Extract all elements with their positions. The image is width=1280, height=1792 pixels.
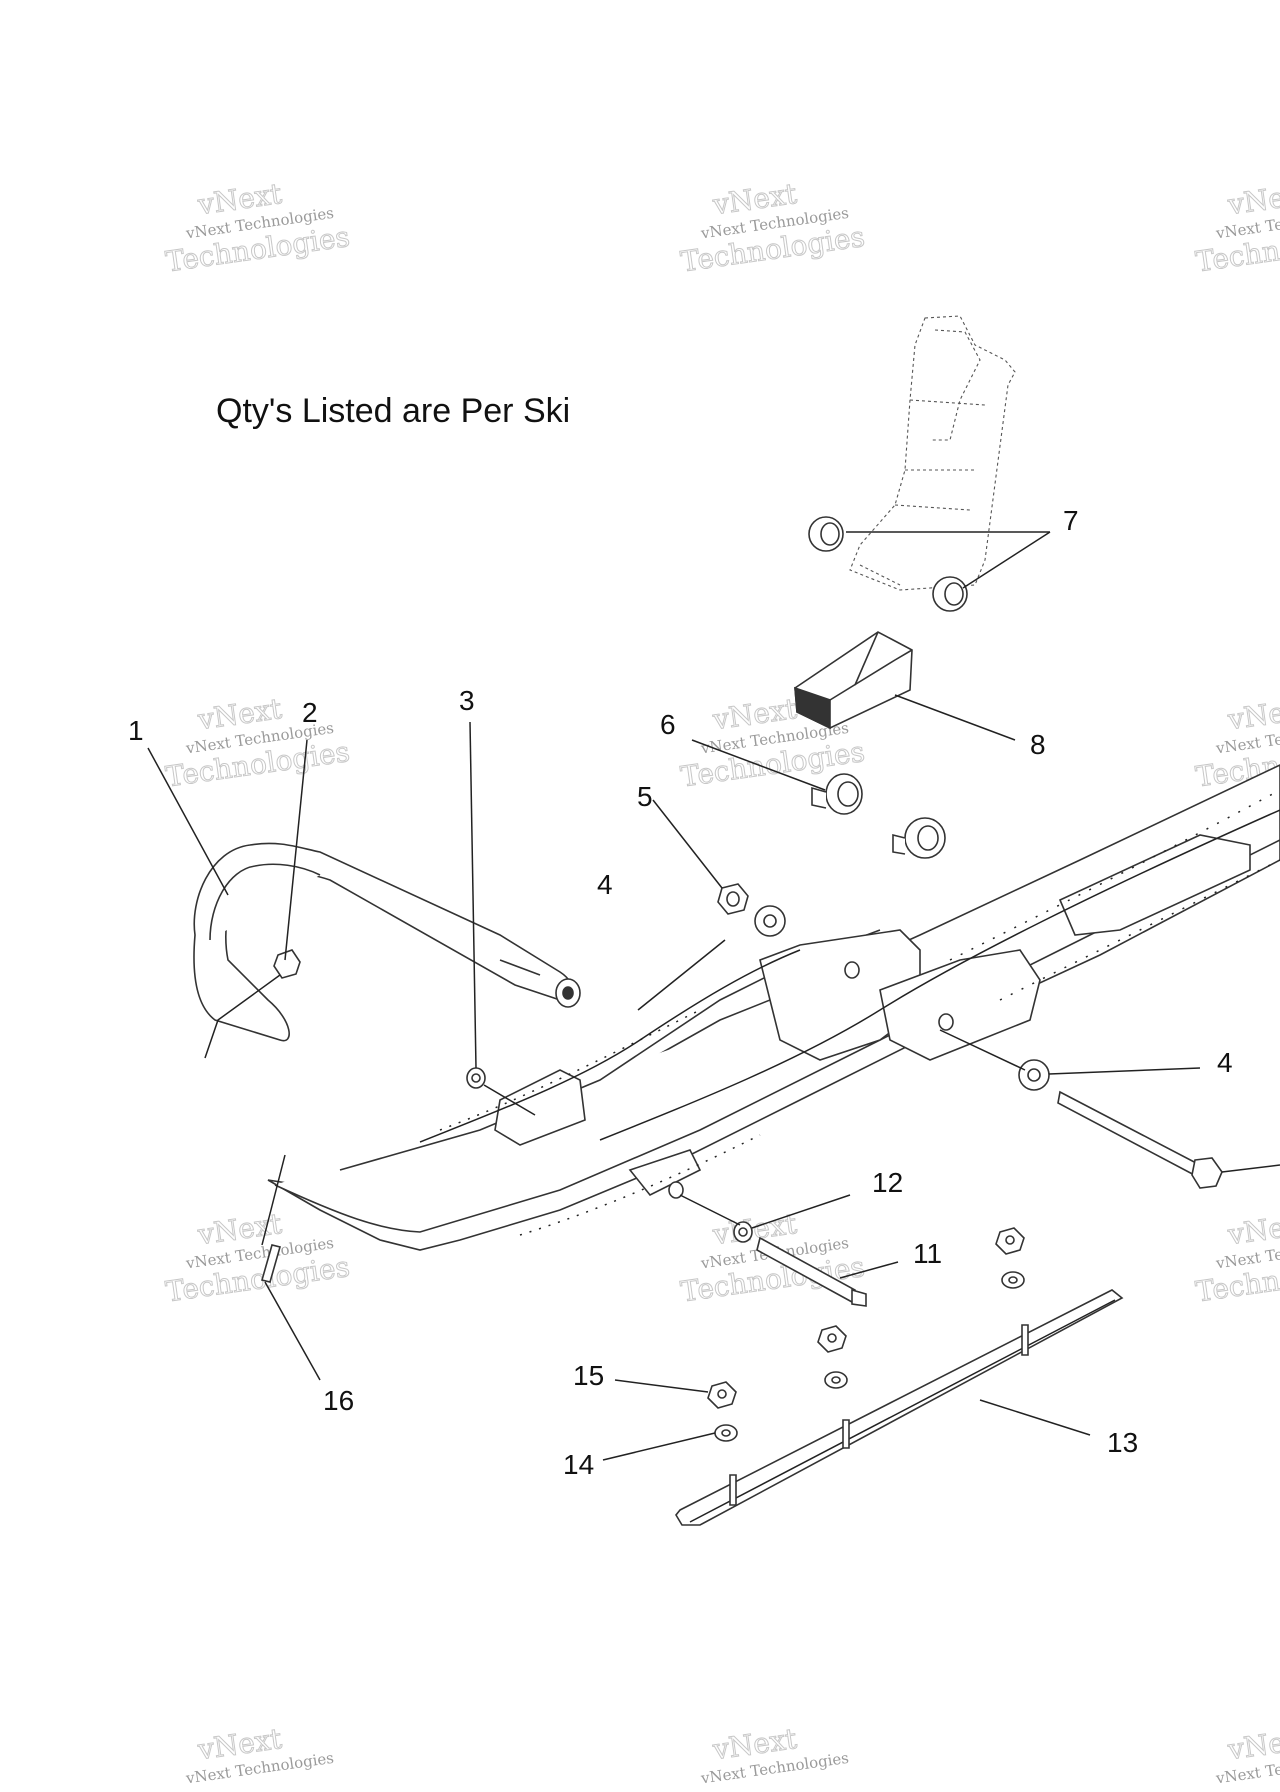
watermark: vNext vNext Technologies Technologies — [163, 176, 352, 279]
callout-14: 14 — [563, 1449, 594, 1480]
watermarks: vNext vNext Technologies Technologies vN… — [163, 176, 1280, 1787]
rear-bolt — [756, 1236, 867, 1307]
watermark: vNext vNext Technologies Technologies — [163, 1206, 352, 1309]
callout-12: 12 — [872, 1167, 903, 1198]
callout-11: 11 — [913, 1238, 942, 1269]
callout-15: 15 — [573, 1360, 604, 1391]
quantity-note: Qty's Listed are Per Ski — [216, 392, 571, 430]
washer — [1018, 1059, 1050, 1091]
ski-body — [267, 764, 1280, 1251]
carbide-washer — [824, 1371, 848, 1389]
carbide-nut — [707, 1381, 737, 1409]
leader-lines — [147, 531, 1280, 1461]
callout-4b: 4 — [1217, 1047, 1233, 1078]
front-bolt — [261, 1244, 281, 1283]
carbide-runner — [675, 1289, 1124, 1526]
watermark: vNext vNext Technologies — [1214, 1721, 1280, 1787]
washer — [754, 905, 786, 937]
spindle-reference — [849, 315, 1016, 591]
ski-loop — [193, 842, 581, 1042]
callouts: 1 2 3 6 5 4 7 8 4 12 11 13 15 14 16 — [128, 505, 1233, 1480]
callout-5: 5 — [637, 781, 653, 812]
shouldered-bushing — [892, 817, 946, 859]
svg-text:vNext: vNext — [1225, 692, 1280, 737]
watermark: vNext vNext Technologies Technologies — [678, 176, 867, 279]
watermark: vNext vNext Technologies Technologies — [163, 691, 352, 794]
callout-7: 7 — [1063, 505, 1079, 536]
shouldered-bushing — [811, 773, 863, 815]
carbide-nut — [817, 1325, 847, 1353]
bushing — [808, 516, 844, 552]
callout-1: 1 — [128, 715, 144, 746]
lock-nut — [717, 883, 749, 915]
watermark: vNext vNext Technologies — [184, 1721, 335, 1787]
callout-3: 3 — [459, 685, 475, 716]
watermark: vNext vNext Technologies Technologies — [1193, 1206, 1280, 1309]
svg-text:vNext: vNext — [1225, 177, 1280, 222]
watermark: vNext vNext Technologies — [699, 1721, 850, 1787]
svg-text:vNext: vNext — [1225, 1207, 1280, 1252]
front-nut — [466, 1067, 486, 1089]
callout-2: 2 — [302, 697, 318, 728]
callout-4: 4 — [597, 869, 613, 900]
callout-16: 16 — [323, 1385, 354, 1416]
watermark: vNext vNext Technologies Technologies — [1193, 176, 1280, 279]
carbide-nut — [995, 1227, 1025, 1255]
callout-8: 8 — [1030, 729, 1046, 760]
spindle-bolt — [1057, 1090, 1223, 1189]
carbide-washer — [733, 1221, 753, 1243]
carbide-washer — [714, 1424, 738, 1442]
ski-saddle — [794, 631, 913, 730]
carbide-washer — [1001, 1271, 1025, 1289]
bushing — [932, 576, 968, 612]
loop-nut — [273, 949, 301, 979]
svg-text:vNext: vNext — [1225, 1722, 1280, 1767]
callout-13: 13 — [1107, 1427, 1138, 1458]
callout-6: 6 — [660, 709, 676, 740]
